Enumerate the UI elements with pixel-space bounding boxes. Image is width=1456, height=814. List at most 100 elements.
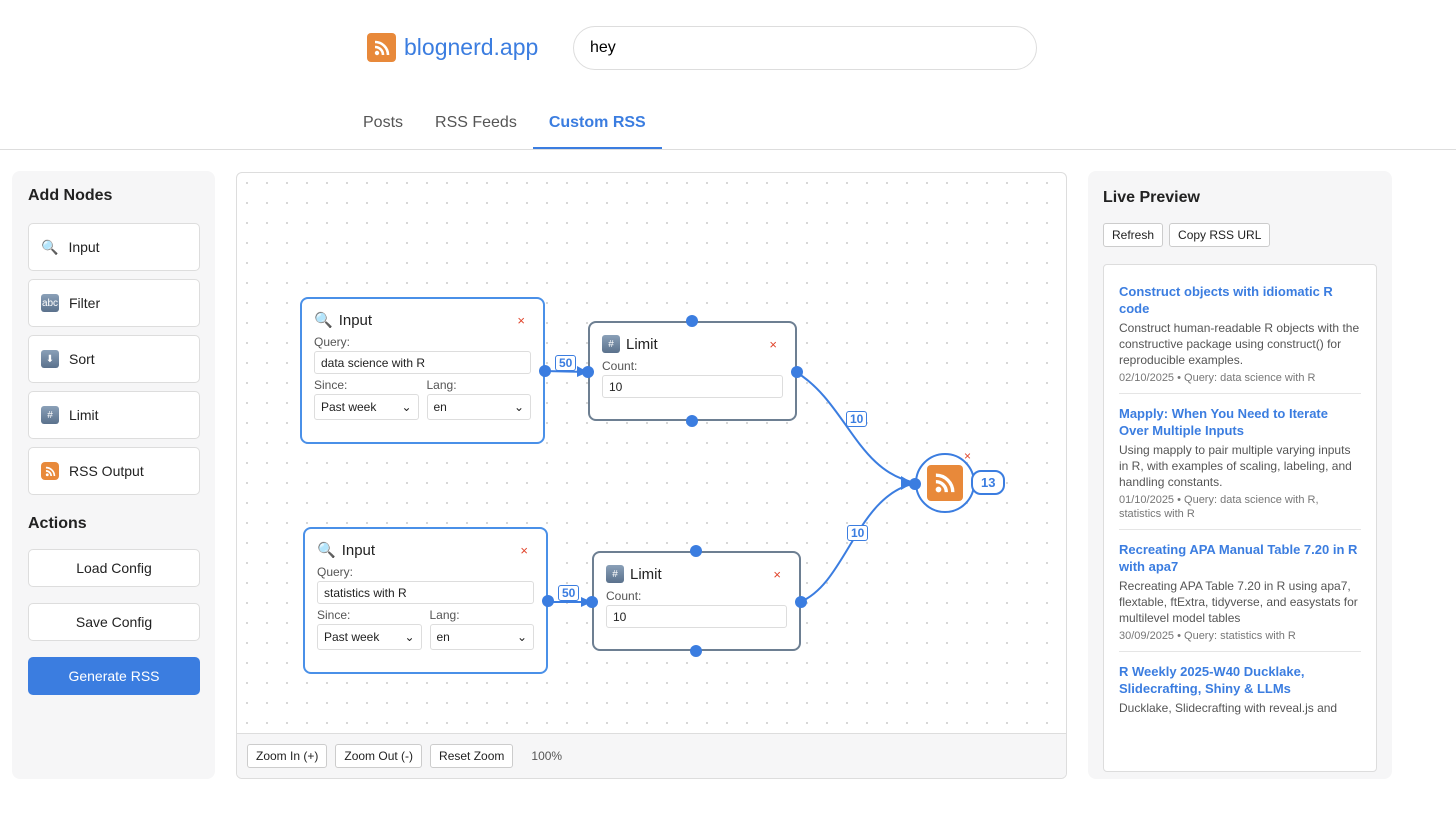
query-label: Query: xyxy=(317,565,354,579)
since-label: Since: xyxy=(317,608,351,622)
add-input-node-button[interactable]: 🔍Input xyxy=(28,223,200,271)
item-count-badge: 13 xyxy=(971,470,1006,495)
node-title: Input xyxy=(338,311,373,329)
copy-rss-url-button[interactable]: Copy RSS URL xyxy=(1169,223,1271,247)
input-node[interactable]: 🔍 Input × Query: data science with R Sinc… xyxy=(300,297,551,444)
count-label: Count: xyxy=(602,359,638,373)
rss-logo-icon xyxy=(367,33,396,62)
live-preview-panel: Live Preview Refresh Copy RSS URL Constr… xyxy=(1088,171,1392,779)
output-port[interactable] xyxy=(539,365,551,377)
tab-rss-feeds[interactable]: RSS Feeds xyxy=(435,114,517,131)
reset-zoom-button[interactable]: Reset Zoom xyxy=(430,744,514,768)
abc-icon: abc xyxy=(41,294,59,312)
close-icon[interactable]: × xyxy=(769,337,777,352)
rss-icon xyxy=(41,462,59,480)
bottom-port[interactable] xyxy=(690,645,702,657)
post-title-link[interactable]: Mapply: When You Need to Iterate Over Mu… xyxy=(1119,406,1328,438)
count-label: Count: xyxy=(606,589,642,603)
input-node[interactable]: 🔍 Input × Query: statistics with R Since:… xyxy=(303,527,554,674)
lang-select[interactable]: en⌄ xyxy=(426,394,531,420)
post-title-link[interactable]: Construct objects with idiomatic R code xyxy=(1119,284,1333,316)
zoom-level: 100% xyxy=(531,749,563,763)
edge-label: 10 xyxy=(847,525,869,541)
add-sort-node-button[interactable]: ⬇Sort xyxy=(28,335,200,383)
load-config-button[interactable]: Load Config xyxy=(28,549,200,587)
post-description: Ducklake, Slidecrafting with reveal.js a… xyxy=(1119,701,1338,715)
label: Input xyxy=(68,239,100,255)
since-select[interactable]: Past week⌄ xyxy=(317,624,422,650)
query-input[interactable]: data science with R xyxy=(314,351,531,374)
output-port[interactable] xyxy=(795,596,807,608)
output-port[interactable] xyxy=(542,595,554,607)
post-title-link[interactable]: Recreating APA Manual Table 7.20 in R wi… xyxy=(1119,542,1358,574)
save-config-button[interactable]: Save Config xyxy=(28,603,200,641)
refresh-button[interactable]: Refresh xyxy=(1103,223,1164,247)
live-preview-title: Live Preview xyxy=(1103,189,1200,206)
since-select[interactable]: Past week⌄ xyxy=(314,394,419,420)
since-label: Since: xyxy=(314,378,348,392)
list-item: Mapply: When You Need to Iterate Over Mu… xyxy=(1119,394,1361,530)
chevron-down-icon: ⌄ xyxy=(401,400,412,414)
down-arrow-icon: ⬇ xyxy=(41,350,59,368)
node-title: Input xyxy=(341,541,376,559)
edge-label: 50 xyxy=(555,355,577,371)
chevron-down-icon: ⌄ xyxy=(516,630,527,644)
post-description: Recreating APA Table 7.20 in R using apa… xyxy=(1119,579,1358,625)
divider xyxy=(0,149,1456,150)
close-icon[interactable]: × xyxy=(773,567,781,582)
lang-select[interactable]: en ⌄ xyxy=(429,624,534,650)
count-input[interactable]: 10 xyxy=(602,375,783,398)
post-title-link[interactable]: R Weekly 2025-W40 Ducklake, Slidecraftin… xyxy=(1119,664,1305,696)
lang-value: en xyxy=(436,630,450,644)
post-meta: 30/09/2025 • Query: statistics with R xyxy=(1119,630,1296,642)
close-icon[interactable]: × xyxy=(517,313,525,328)
post-description: Construct human-readable R objects with … xyxy=(1119,321,1360,367)
tab-bar: Posts RSS Feeds Custom RSS xyxy=(347,100,1057,150)
edge-label: 10 xyxy=(846,411,868,427)
hash-icon: # xyxy=(41,406,59,424)
tab-posts[interactable]: Posts xyxy=(363,114,404,131)
zoom-out-button[interactable]: Zoom Out (-) xyxy=(335,744,423,768)
node-canvas[interactable]: 🔍 Input × Query: data science with R Sinc… xyxy=(236,172,1067,779)
chevron-down-icon: ⌄ xyxy=(513,400,524,414)
close-icon[interactable]: × xyxy=(964,449,972,463)
label: Limit xyxy=(69,407,99,423)
tab-custom-rss[interactable]: Custom RSS xyxy=(532,100,662,150)
canvas-toolbar: Zoom In (+) Zoom Out (-) Reset Zoom 100% xyxy=(237,733,1066,778)
rss-icon xyxy=(927,465,963,501)
limit-node[interactable]: #Limit × Count: 10 xyxy=(582,315,803,427)
zoom-in-button[interactable]: Zoom In (+) xyxy=(247,744,328,768)
top-port[interactable] xyxy=(686,315,698,327)
search-input[interactable] xyxy=(573,26,1037,70)
rss-output-node[interactable] xyxy=(909,453,975,513)
label: Filter xyxy=(69,295,101,311)
add-limit-node-button[interactable]: # Limit xyxy=(28,391,200,439)
close-icon[interactable]: × xyxy=(520,543,528,558)
limit-node[interactable]: #Limit × Count: 10 xyxy=(586,545,807,657)
top-port[interactable] xyxy=(690,545,702,557)
arrowhead xyxy=(901,476,913,490)
generate-rss-button[interactable]: Generate RSS xyxy=(28,657,200,695)
post-meta: 02/10/2025 • Query: data science with R xyxy=(1119,372,1316,384)
input-port[interactable] xyxy=(586,596,598,608)
list-item: Construct objects with idiomatic R code … xyxy=(1119,265,1361,394)
hash-icon: # xyxy=(602,335,620,353)
logo-text: blognerd.app xyxy=(404,34,539,60)
node-title: Limit xyxy=(630,565,662,583)
since-value: Past week xyxy=(324,630,380,644)
bottom-port[interactable] xyxy=(686,415,698,427)
add-nodes-title: Add Nodes xyxy=(28,187,113,204)
add-rss-output-node-button[interactable]: RSS Output xyxy=(28,447,200,495)
preview-list[interactable]: Construct objects with idiomatic R code … xyxy=(1103,264,1377,772)
query-input[interactable]: statistics with R xyxy=(317,581,534,604)
search-icon: 🔍 xyxy=(317,542,336,559)
label: RSS Output xyxy=(69,463,144,479)
input-port[interactable] xyxy=(582,366,594,378)
input-port[interactable] xyxy=(909,478,921,490)
output-port[interactable] xyxy=(791,366,803,378)
count-input[interactable]: 10 xyxy=(606,605,787,628)
search-icon: 🔍 xyxy=(314,312,333,329)
add-filter-node-button[interactable]: abc Filter xyxy=(28,279,200,327)
logo[interactable]: blognerd.app xyxy=(367,33,538,62)
query-label: Query: xyxy=(314,335,351,349)
